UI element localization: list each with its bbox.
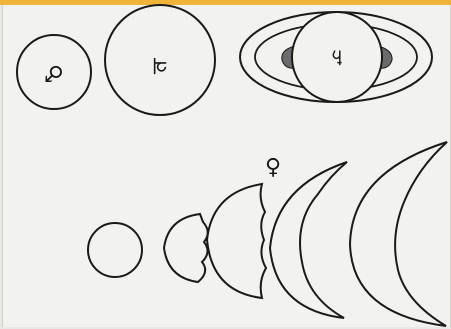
venus-phases [87,141,448,327]
venus-phase-crescent-wide [268,161,348,319]
mars-disk [16,34,92,110]
jupiter-figure: ♃ [104,4,216,116]
saturn-symbol: ♄ [328,46,346,70]
saturn-figure: ♄ [239,11,433,103]
mars-figure: ♂ [16,34,92,110]
top-accent-strip [0,0,451,5]
venus-phase-full [87,222,143,278]
mars-symbol: ♂ [44,60,64,85]
venus-symbol: ♀ [265,155,281,180]
jupiter-disk [104,4,216,116]
venus-phase-crescent-thin [348,141,448,327]
saturn-globe [291,11,383,103]
venus-phase-half [205,182,268,300]
venus-phase-gibbous [162,212,209,284]
jupiter-symbol: ♃ [150,52,170,77]
